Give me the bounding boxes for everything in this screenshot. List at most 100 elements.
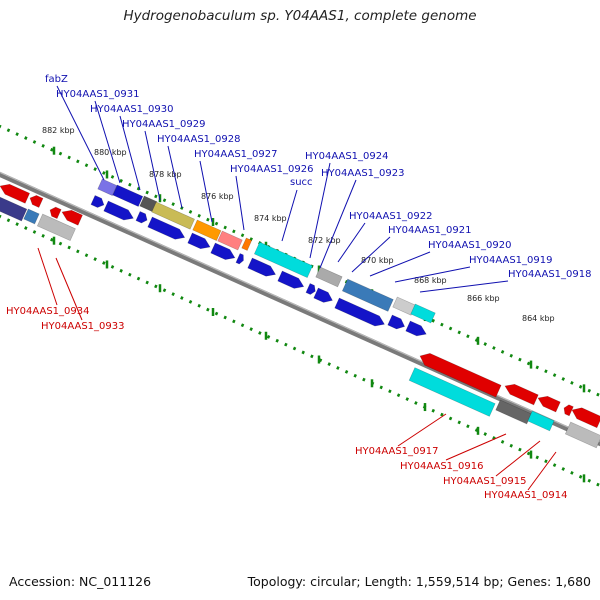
inner-tick-track (0, 214, 600, 488)
feature-block-gray-1 (315, 266, 343, 288)
genome-backbone-highlight (0, 171, 600, 443)
feature-block-olive (151, 201, 195, 230)
callout-0933 (55, 257, 83, 321)
forward-gene-labels: fabZ HY04AAS1_0931 HY04AAS1_0930 HY04AAS… (45, 74, 591, 280)
gene-arrow-rev-left-4 (61, 209, 83, 226)
gene-label-0919: HY04AAS1_0919 (469, 255, 552, 266)
callout-0926 (235, 175, 245, 231)
feature-block-orange (192, 219, 222, 242)
gene-label-0917: HY04AAS1_0917 (355, 446, 438, 457)
callout-succ (281, 189, 298, 242)
callout-0929 (144, 130, 161, 201)
gene-arrow-fwd-10 (305, 283, 316, 295)
kbp-label-866: 866 kbp (467, 294, 500, 303)
topology-summary-text: Topology: circular; Length: 1,559,514 bp… (247, 574, 591, 589)
feature-block-gray-2 (392, 296, 416, 316)
gene-arrow-fwd-2 (103, 200, 134, 221)
feature-block-cyan-right (408, 367, 496, 417)
gene-label-0916: HY04AAS1_0916 (400, 461, 483, 472)
gene-arrow-rev-right-1 (419, 353, 502, 398)
gene-arrow-fwd-1 (90, 195, 105, 208)
callout-0924 (309, 162, 331, 259)
gene-arrow-fwd-3 (135, 211, 148, 224)
gene-arrow-rev-right-4 (563, 404, 574, 417)
gene-label-0933: HY04AAS1_0933 (41, 321, 124, 332)
gene-arrow-rev-right-3 (537, 395, 561, 413)
kbp-label-870: 870 kbp (361, 256, 394, 265)
feature-block-gray-right-dark (495, 399, 532, 425)
callout-0931 (94, 100, 121, 184)
gene-features (0, 178, 600, 449)
feature-block-cyan-1 (253, 241, 313, 279)
gene-label-0914: HY04AAS1_0914 (484, 490, 567, 501)
gene-callout-lines (37, 85, 557, 491)
callout-0934 (37, 247, 58, 306)
kbp-label-864: 864 kbp (522, 314, 555, 323)
gene-arrow-fwd-14 (405, 320, 427, 337)
callout-0914 (527, 451, 557, 491)
kbp-label-878: 878 kbp (149, 170, 182, 179)
reverse-gene-labels: HY04AAS1_0934 HY04AAS1_0933 HY04AAS1_091… (6, 306, 567, 501)
gene-label-0928: HY04AAS1_0928 (157, 134, 240, 145)
callout-0927 (199, 160, 213, 223)
gene-arrow-rev-right-2 (504, 383, 539, 406)
feature-block-cyan-right-2 (527, 410, 555, 432)
gene-arrow-rev-left-2 (29, 195, 44, 208)
kbp-label-876: 876 kbp (201, 192, 234, 201)
callout-0921 (351, 236, 391, 273)
feature-block-blue-1 (112, 184, 144, 207)
kbp-label-874: 874 kbp (254, 214, 287, 223)
gene-label-0927: HY04AAS1_0927 (194, 149, 277, 160)
gene-arrow-fwd-9 (277, 270, 305, 289)
callout-0922 (337, 222, 366, 263)
gene-arrow-fwd-11 (313, 287, 333, 303)
gene-label-0929: HY04AAS1_0929 (122, 119, 205, 130)
gene-label-0930: HY04AAS1_0930 (90, 104, 173, 115)
kbp-label-882: 882 kbp (42, 126, 75, 135)
feature-block-orange-small (241, 237, 253, 251)
feature-block-gray-right (564, 421, 600, 449)
callout-0919 (394, 266, 471, 283)
callout-fabz (56, 85, 105, 181)
gene-label-0915: HY04AAS1_0915 (443, 476, 526, 487)
gene-arrow-rev-left-3 (49, 206, 62, 220)
gene-label-0922: HY04AAS1_0922 (349, 211, 432, 222)
feature-block-lavender (97, 178, 118, 196)
gene-label-0918: HY04AAS1_0918 (508, 269, 591, 280)
kbp-label-868: 868 kbp (414, 276, 447, 285)
map-title: Hydrogenobaculum sp. Y04AAS1, complete g… (123, 8, 477, 24)
gene-arrow-rev-left-1 (0, 183, 31, 204)
feature-block-navy (0, 195, 28, 222)
callout-0923 (319, 179, 357, 269)
gene-arrow-rev-right-5 (571, 407, 600, 429)
gene-arrow-fwd-13 (387, 314, 406, 330)
callout-0928 (167, 145, 183, 209)
gene-label-0926: HY04AAS1_0926 (230, 164, 313, 175)
gene-arrow-fwd-6 (210, 242, 236, 260)
gene-label-0921: HY04AAS1_0921 (388, 225, 471, 236)
callout-0915 (495, 440, 541, 477)
gene-label-0931: HY04AAS1_0931 (56, 89, 139, 100)
genome-backbone (0, 171, 600, 447)
callout-0917 (397, 413, 447, 447)
gene-label-0923: HY04AAS1_0923 (321, 168, 404, 179)
feature-block-cyan-2 (410, 303, 436, 324)
kbp-label-872: 872 kbp (308, 236, 341, 245)
callout-0920 (369, 251, 431, 277)
gene-label-succ: succ (290, 177, 313, 188)
feature-block-steelblue (341, 278, 394, 312)
gene-arrow-fwd-4 (147, 216, 186, 240)
gene-label-0920: HY04AAS1_0920 (428, 240, 511, 251)
gene-label-0934: HY04AAS1_0934 (6, 306, 89, 317)
gene-arrow-fwd-12 (334, 297, 385, 327)
callout-0916 (445, 433, 507, 461)
gene-arrow-fwd-7 (235, 253, 244, 265)
feature-block-gray-left (36, 213, 76, 242)
callout-0930 (119, 115, 141, 191)
gene-label-fabz: fabZ (45, 74, 68, 85)
gene-arrow-fwd-8 (247, 257, 277, 277)
accession-text: Accession: NC_011126 (9, 574, 152, 589)
callout-0918 (419, 280, 509, 293)
gene-label-0924: HY04AAS1_0924 (305, 151, 388, 162)
